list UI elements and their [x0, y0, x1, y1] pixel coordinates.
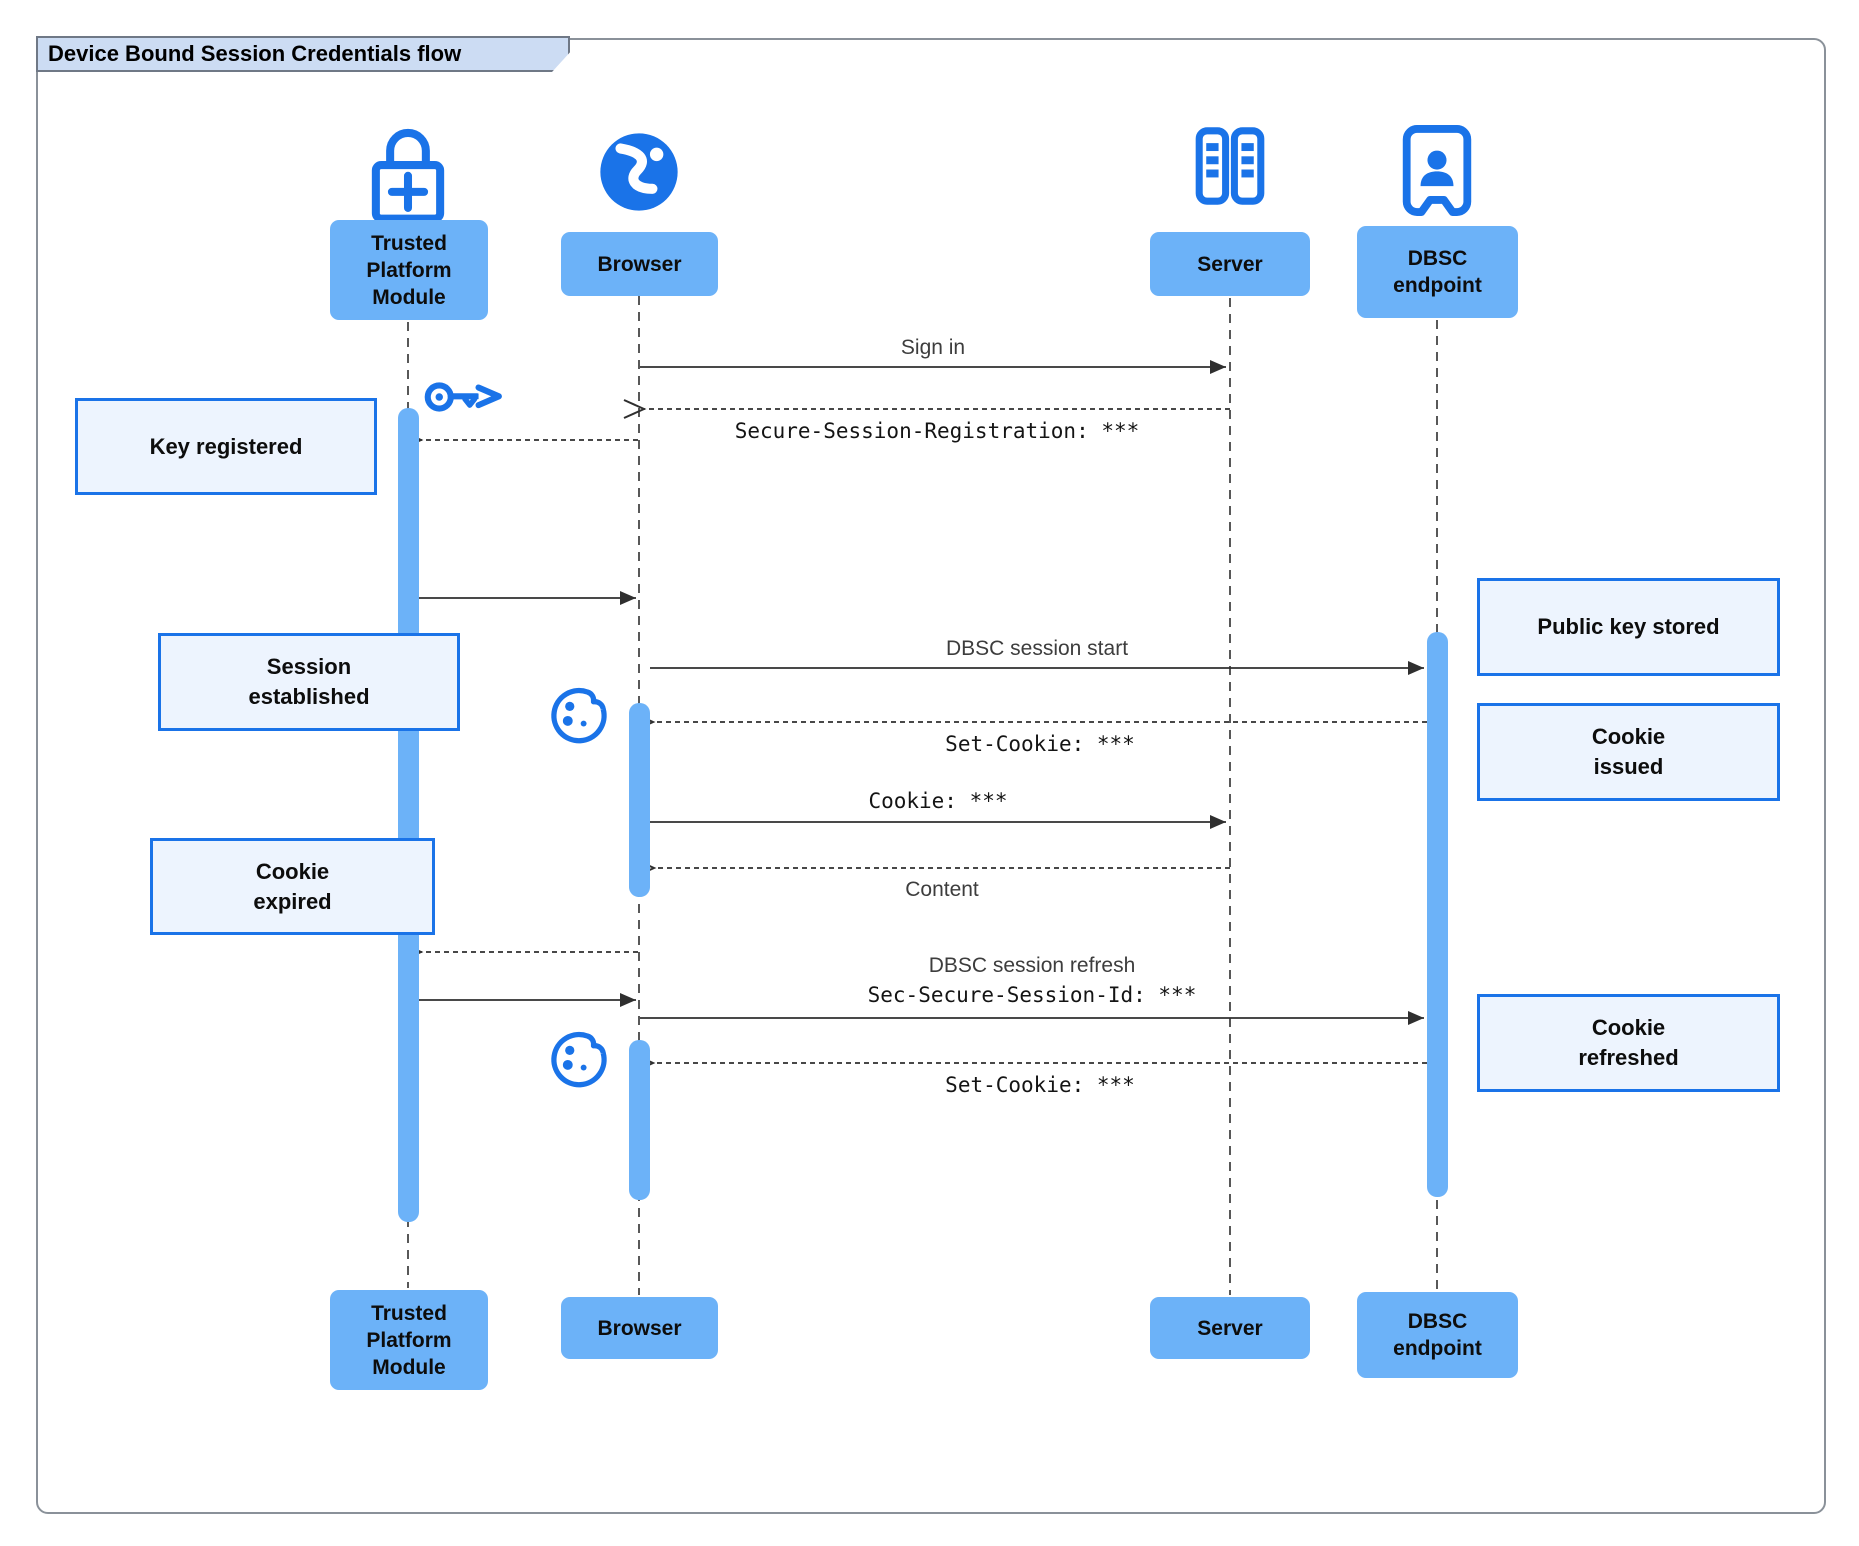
message-register-key	[400, 430, 638, 450]
diagram-frame	[36, 38, 1826, 1514]
message-set-cookie-2	[632, 1053, 1427, 1073]
message-tpm-sign	[419, 993, 636, 1007]
message-dbsc-session-start	[650, 661, 1424, 675]
diagram-title-tab: Device Bound Session Credentials flow	[36, 36, 570, 72]
message-key-ready	[419, 591, 636, 605]
message-cookie-expired-notify	[400, 942, 638, 962]
message-content	[633, 858, 1230, 878]
message-dbsc-session-refresh	[640, 1011, 1424, 1025]
message-set-cookie-1	[632, 712, 1427, 732]
message-sign-in	[640, 360, 1226, 374]
diagram-title: Device Bound Session Credentials flow	[48, 41, 462, 66]
message-secure-session-registration	[623, 399, 1230, 419]
message-cookie	[650, 815, 1226, 829]
